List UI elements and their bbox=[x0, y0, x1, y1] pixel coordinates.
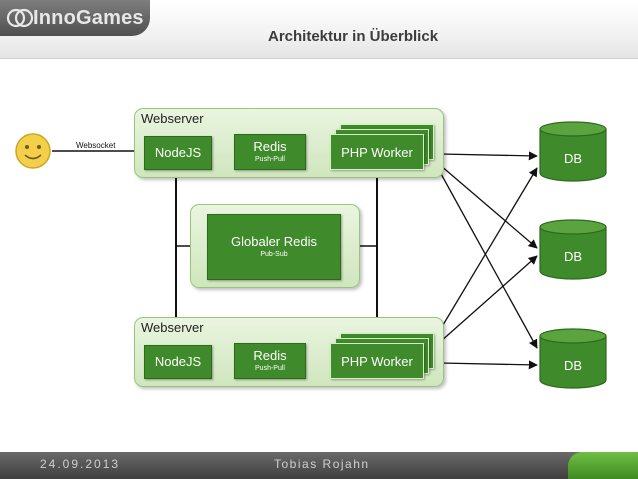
edge-worker-top-db1 bbox=[439, 151, 538, 161]
database-3: DB bbox=[538, 328, 608, 390]
database-cylinder-icon bbox=[539, 121, 607, 182]
footer-accent bbox=[568, 452, 638, 479]
nodejs-bottom-box: NodeJS bbox=[144, 345, 212, 379]
footer-band: 24.09.2013 Tobias Rojahn bbox=[0, 452, 638, 479]
header-band: InnoGames Architektur in Überblick bbox=[0, 0, 638, 59]
database-2: DB bbox=[538, 219, 608, 281]
php-worker-bottom-label: PHP Worker bbox=[341, 354, 413, 369]
global-redis-mode: Pub-Sub bbox=[260, 251, 288, 258]
edge-worker-bottom-db3 bbox=[439, 360, 538, 370]
webserver-bottom-label: Webserver bbox=[141, 320, 204, 335]
php-worker-bottom-stack: PHP Worker bbox=[330, 333, 436, 379]
redis-top-label: Redis bbox=[253, 139, 287, 154]
database-3-label: DB bbox=[563, 358, 583, 373]
innogames-logo-icon bbox=[6, 8, 34, 28]
edge-worker-top-db3 bbox=[439, 171, 538, 349]
smiley-face-icon bbox=[15, 133, 51, 169]
global-redis-label: Globaler Redis bbox=[231, 234, 317, 249]
redis-bottom-box: Redis Push-Pull bbox=[234, 343, 306, 379]
brand-name: InnoGames bbox=[33, 7, 144, 29]
redis-top-mode: Push-Pull bbox=[255, 156, 285, 163]
footer-author: Tobias Rojahn bbox=[274, 457, 370, 471]
brand-logo: InnoGames bbox=[0, 0, 150, 36]
worker-layer: PHP Worker bbox=[330, 134, 424, 170]
nodejs-bottom-label: NodeJS bbox=[154, 354, 202, 369]
nodejs-top-label: NodeJS bbox=[154, 145, 202, 160]
database-cylinder-icon bbox=[539, 328, 607, 389]
php-worker-top-label: PHP Worker bbox=[341, 145, 413, 160]
footer-date: 24.09.2013 bbox=[40, 457, 121, 471]
webserver-top-label: Webserver bbox=[141, 111, 204, 126]
global-redis-box: Globaler Redis Pub-Sub bbox=[207, 214, 341, 280]
websocket-label: Websocket bbox=[76, 141, 116, 150]
slide-title: Architektur in Überblick bbox=[268, 28, 439, 45]
worker-layer: PHP Worker bbox=[330, 343, 424, 379]
database-cylinder-icon bbox=[539, 219, 607, 280]
php-worker-top-stack: PHP Worker bbox=[330, 124, 436, 170]
edge-worker-bottom-db1 bbox=[439, 167, 538, 331]
redis-top-box: Redis Push-Pull bbox=[234, 134, 306, 170]
database-2-label: DB bbox=[563, 249, 583, 264]
database-1-label: DB bbox=[563, 151, 583, 166]
redis-bottom-label: Redis bbox=[253, 348, 287, 363]
edge-worker-bottom-db2 bbox=[439, 255, 538, 343]
nodejs-top-box: NodeJS bbox=[144, 136, 212, 170]
edge-worker-top-db2 bbox=[439, 164, 538, 249]
diagram-connectors bbox=[52, 146, 538, 370]
redis-bottom-mode: Push-Pull bbox=[255, 365, 285, 372]
database-1: DB bbox=[538, 121, 608, 183]
